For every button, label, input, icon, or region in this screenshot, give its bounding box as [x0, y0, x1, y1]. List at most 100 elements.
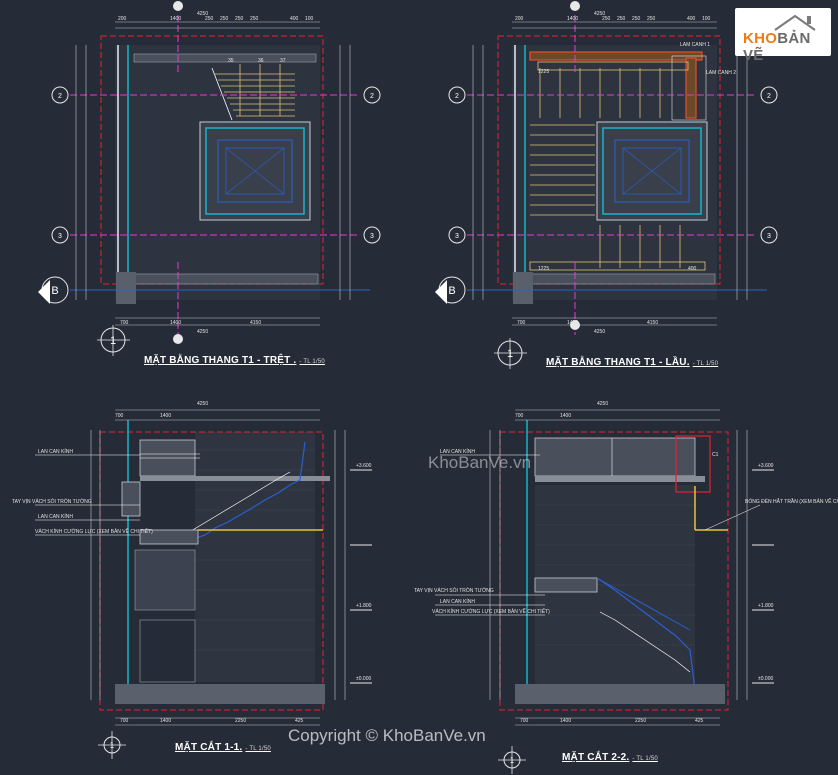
note-s22-2: TAY VỊN VÁCH SỎI TRÒN TƯỜNG	[414, 587, 494, 594]
section-22-scale: - TL 1/50	[632, 756, 658, 762]
section-11-title: MẶT CẮT 1-1.- TL 1/50	[175, 742, 271, 753]
dim-p2-t7: 100	[702, 16, 711, 22]
dim-p1-t4: 250	[235, 16, 244, 22]
dim-p2-b1: 1400	[567, 320, 578, 326]
note-s11-2: LAN CAN KÍNH	[38, 513, 73, 520]
dim-total-plan2: 4250	[594, 11, 605, 17]
bubble-label-b2: B	[448, 285, 455, 297]
dim-p2-t6: 400	[687, 16, 696, 22]
dim-s2-t2: 1400	[560, 413, 571, 419]
section-22-title: MẶT CẮT 2-2.- TL 1/50	[562, 752, 658, 763]
dim-total-plan1: 4250	[197, 11, 208, 17]
bubble-label-2d: 2	[767, 93, 771, 100]
dim-s1-b0: 700	[120, 718, 129, 724]
grid-bubble-2-left-1	[51, 86, 69, 104]
plan-upper-title-text: MẶT BẰNG THANG T1 - LẦU.	[546, 357, 690, 368]
bubble-label-3d: 3	[767, 233, 771, 240]
dim-p2-t3: 250	[617, 16, 626, 22]
dim-p2-t4: 250	[632, 16, 641, 22]
dim-s2-b3: 425	[695, 718, 704, 724]
tag-c1: C1	[712, 452, 719, 458]
plan-ground-scale: - TL 1/50	[299, 359, 325, 365]
dim-p1-t1: 1400	[170, 16, 181, 22]
note-s22-4: VÁCH KÍNH CƯỜNG LỰC (XEM BẢN VẼ CHI TIẾT…	[432, 608, 550, 615]
dim-p1-b0: 700	[120, 320, 129, 326]
dim-p1-t5: 250	[250, 16, 259, 22]
brand-logo: KHOBẢN VẼ	[735, 8, 831, 64]
dim-p2-b0: 700	[517, 320, 526, 326]
plan-upper-lamcanh-box	[671, 55, 707, 121]
dim-p1-b2: 4150	[250, 320, 261, 326]
tag-step-37: 37	[280, 58, 286, 64]
section-22-dims	[489, 409, 748, 726]
note-s22-0: LAN CAN KÍNH	[440, 448, 475, 455]
logo-house-icon	[774, 14, 816, 31]
plan-upper-right-rail	[685, 57, 697, 119]
dimension-labels: 4250 4250 4250 4250 4250 4250 700 1400 4…	[12, 11, 838, 724]
level-22-a: +3.600	[758, 463, 774, 469]
bubble-label-1a: 1	[110, 335, 116, 347]
section-11-ground	[115, 684, 325, 704]
section-11-frame	[99, 431, 324, 711]
section-22-ground	[515, 684, 725, 704]
dim-p1-t3: 250	[220, 16, 229, 22]
grid-bubble-2-right-2	[760, 86, 778, 104]
note-s22-1: BÓNG ĐÈN HẮT TRẦN (XEM BẢN VẼ CHI TIẾT)	[745, 497, 838, 505]
dim-s1-t0: 700	[115, 413, 124, 419]
plan-ground-core-cyan	[205, 127, 305, 215]
note-s11-0: LAN CAN KÍNH	[38, 448, 73, 455]
dim-s2-b1: 1400	[560, 718, 571, 724]
section-22-stair	[596, 577, 696, 691]
logo-text: KHOBẢN VẼ	[743, 30, 831, 64]
plan-ground-core-inner	[217, 139, 293, 203]
section-22-detail-box	[675, 435, 711, 493]
section-22-landing	[534, 577, 598, 593]
grid-bubble-2-left-2	[448, 86, 466, 104]
plan-ground-bottom-beam	[117, 273, 319, 285]
watermark-text: KhoBanVe.vn	[428, 453, 532, 472]
dim-total-sec2: 4250	[597, 401, 608, 407]
plan-ground-stair-treads	[211, 64, 295, 121]
dim-p2-t5: 250	[647, 16, 656, 22]
dim-p2-t0: 200	[515, 16, 524, 22]
dim-s2-b0: 700	[520, 718, 529, 724]
dim-p1-t0: 200	[118, 16, 127, 22]
dim-s1-t2: 1400	[160, 413, 171, 419]
plan-ground-title: MẶT BẰNG THANG T1 - TRỆT .- TL 1/50	[144, 355, 325, 366]
plan-upper-bottom-beam	[514, 273, 716, 285]
dim-total-sec1: 4250	[197, 401, 208, 407]
section-11-hatch	[195, 432, 315, 682]
grid-bubble-3-left-1	[51, 226, 69, 244]
tag-step-36: 36	[258, 58, 264, 64]
plan-ground-column-bl	[116, 272, 136, 304]
bubble-label-2b: 2	[370, 93, 374, 100]
dim-upper-small-0: 1225	[538, 266, 549, 272]
dim-s2-t0: 700	[515, 413, 524, 419]
grid-bubble-3-right-2	[760, 226, 778, 244]
plan-ground-title-text: MẶT BẰNG THANG T1 - TRỆT .	[144, 355, 297, 366]
section-11-scale: - TL 1/50	[245, 746, 271, 752]
dim-upper-small-2: 400	[688, 266, 697, 272]
dim-s2-b2: 2250	[635, 718, 646, 724]
dim-total-plan1-bottom: 4250	[197, 329, 208, 335]
tag-lam-canh-2: LAM CANH 2	[706, 70, 736, 76]
bubble-label-1b: 1	[507, 348, 513, 360]
plan-upper-stair-treads	[530, 68, 681, 268]
section-22-slab	[535, 476, 705, 482]
plan-upper	[467, 15, 767, 335]
section-22-rail-box	[534, 437, 696, 477]
note-s11-3: VÁCH KÍNH CƯỜNG LỰC (XEM BẢN VẼ CHI TIẾT…	[35, 528, 153, 535]
dim-p1-t2: 250	[205, 16, 214, 22]
dim-p2-b2: 4150	[647, 320, 658, 326]
grid-bubble-2-right-1	[363, 86, 381, 104]
section-11-slab	[140, 476, 330, 481]
plan-ground-axis-lines	[70, 15, 360, 335]
section-11-landing	[139, 529, 199, 545]
plan-upper-dims	[472, 21, 748, 326]
plan-ground-top-beam	[133, 53, 317, 63]
section-22	[435, 409, 761, 726]
grid-bubble-3-left-2	[448, 226, 466, 244]
dim-upper-small-1: 1225	[538, 69, 549, 75]
level-22-b: +1.800	[758, 603, 774, 609]
